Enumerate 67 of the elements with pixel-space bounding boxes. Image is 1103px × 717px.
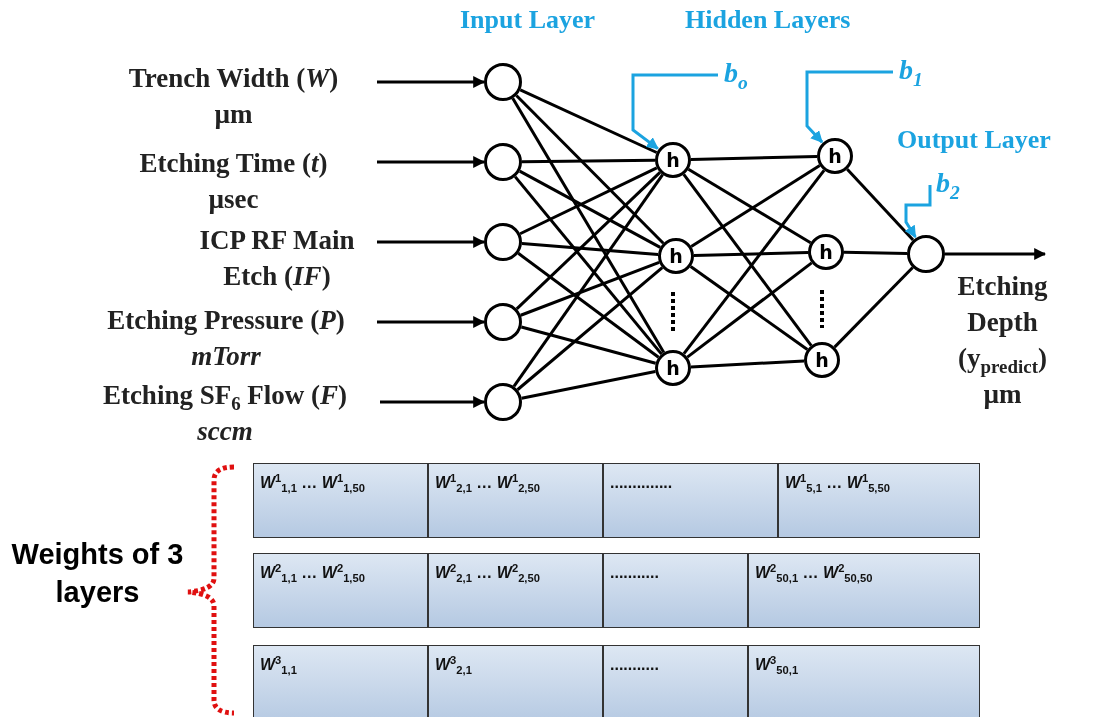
connection-line [512,173,664,388]
hidden-neuron: h [817,138,853,174]
neuron-circle [907,235,945,273]
connection-line [689,265,809,351]
bias-label: b$_{2}$ [935,166,961,201]
variable-label: Etching Depth (y$_{predict}$) [956,270,1049,376]
connection-line [521,158,656,164]
bias-arrow [904,185,932,239]
connection-line [521,242,659,257]
arrow [377,316,486,328]
table-cell: ........... [603,553,748,628]
table-cell: .............. [603,463,778,538]
variable-label: Trench Width (W) [127,62,340,95]
neuron-circle [484,223,522,261]
layer-title: Input Layer [460,5,596,35]
hidden-neuron: h [655,142,691,178]
variable-label: Etching SF$_{6}$ Flow (F) [101,379,349,413]
hidden-neuron: h [658,238,694,274]
variable-label: Etching Time (t) [138,147,329,180]
unit-label: µm [982,378,1023,411]
connection-line [520,325,656,365]
neuron-circle [484,143,522,181]
table-cell: ........... [603,645,748,717]
connection-line [511,97,666,354]
bias-label: b$_{1}$ [898,53,924,88]
connection-line [513,175,663,356]
connection-line [690,359,805,369]
variable-label: Etching Pressure (P) [106,304,346,337]
connection-line [515,171,661,310]
layer-title: Output Layer [897,125,1051,155]
neuron-circle [484,303,522,341]
connection-line [693,251,809,257]
connection-line [846,168,915,242]
unit-label: µm [213,98,254,131]
connection-line [515,94,665,245]
variable-label: ICP RF Main Etch (IF) [198,224,356,293]
bias-arrow [631,73,718,150]
hidden-neuron: h [804,342,840,378]
connection-line [519,166,658,236]
neuron-circle [484,63,522,101]
hidden-neuron: h [808,234,844,270]
arrow [377,76,486,88]
connection-line [690,154,818,162]
connection-line [687,168,812,244]
bias-label: b$_{o}$ [723,56,749,91]
neuron-circle [484,383,522,421]
hidden-neuron: h [655,350,691,386]
unit-label: sccm [196,415,254,448]
arrow [380,396,486,408]
connection-line [516,266,664,391]
unit-label: mTorr [190,340,262,373]
arrow [377,236,486,248]
connection-line [517,252,660,359]
brace-label: Weights of 3 layers [10,537,185,610]
arrow [377,156,486,168]
connection-line [518,169,661,249]
connection-line [686,261,813,359]
connection-line [833,266,914,349]
connection-line [690,164,821,248]
arrow [945,248,1047,260]
connection-line [519,88,658,154]
connection-line [843,250,908,256]
connection-line [521,370,656,400]
connection-line [520,261,660,317]
layer-title: Hidden Layers [685,5,851,35]
unit-label: µsec [207,183,260,216]
bias-arrow [805,70,893,144]
